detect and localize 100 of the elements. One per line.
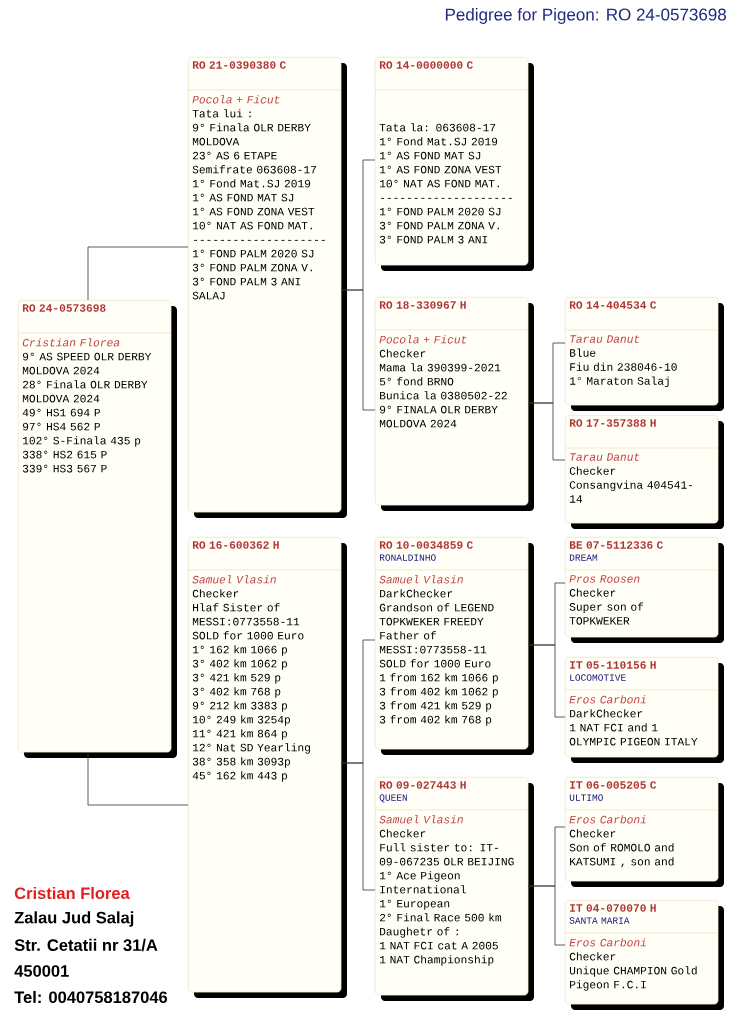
pedigree-note: 49° HS1 694 P [22,408,100,417]
pedigree-note: Semifrate 063608-17 [192,165,316,174]
ring-number: RO 14-404534 C [569,301,657,309]
pedigree-note: 1° Ace Pigeon International [380,871,466,894]
owner-name: Samuel Vlasin [379,575,463,584]
contact-line: Tel: 0040758187046 [14,990,168,1004]
pedigree-note: Consangvina 404541-14 [569,480,693,503]
owner-name: Eros Carboni [569,815,646,824]
pedigree-note: 2° Final Race 500 km [380,913,502,922]
pedigree-card [564,657,724,763]
pigeon-name: QUEEN [379,794,407,803]
breeder-name: Cristian Florea [14,886,130,900]
pedigree-card [564,415,724,529]
pedigree-note: 1° FOND PALM 2020 SJ [193,249,314,258]
pedigree-note: 3° 402 km 768 p [192,687,281,698]
contact-line: 450001 [14,965,69,977]
connector-line [528,644,566,718]
pedigree-note: Bunica la 0380502-22 [380,391,507,400]
pedigree-note: -------------------- [194,239,325,241]
ring-number: RO 17-357388 H [569,419,656,427]
pedigree-note: 1 NAT Championship [380,955,494,966]
pedigree-note: Checker [569,588,616,597]
connector-line [528,402,566,461]
connector-line [87,752,189,806]
pedigree-note: 9° AS SPEED OLR DERBY MOLDOVA 2024 [22,352,152,375]
contact-line: Str. Cetatii nr 31/A [14,938,158,952]
ring-number: RO 24-0573698 [22,304,106,312]
pedigree-note: 1° 162 km 1066 p [193,645,287,656]
ring-number: IT 05-110156 H [570,661,656,669]
pedigree-note: 3° FOND PALM 3 ANI [379,235,488,244]
pedigree-note: 28° Finala OLR DERBY MOLDOVA 2024 [22,380,148,403]
pedigree-note: 10° NAT AS FOND MAT. [380,179,499,188]
pedigree-card [374,537,534,755]
pedigree-note: SOLD for 1000 Euro [192,631,304,640]
pedigree-card [17,300,177,758]
pedigree-note: Mama la 390399-2021 [379,363,501,372]
pedigree-note: 9° Finala OLR DERBY MOLDOVA [192,123,311,146]
pedigree-note: 1 NAT FCI and 1 OLYMPIC PIGEON ITALY [569,723,698,746]
pedigree-note: 11° 421 km 864 p [193,729,287,740]
pedigree-note: 3 from 402 km 768 p [379,715,492,726]
ring-number: RO 09-027443 H [379,781,466,789]
pigeon-name: SANTA MARIA [569,917,630,924]
ring-number: RO 14-0000000 C [379,61,473,69]
pedigree-note: Son of ROMOLO and KATSUMI , son and [569,843,674,868]
pedigree-note: 339° HS3 567 P [22,464,107,473]
pigeon-name: RONALDINHO [379,554,436,561]
pedigree-note: DarkChecker [570,709,643,718]
pedigree-note: Tata lui : [192,109,251,118]
pedigree-note: Hlaf Sister of MESSI:0773558-11 [192,603,300,626]
ring-number: RO 16-600362 H [192,541,279,549]
ring-number: IT 04-070070 H [570,904,656,912]
ring-number: BE 07-5112336 C [569,541,663,549]
owner-name: Tarau Danut [570,453,640,461]
connector-line [528,885,566,946]
ring-number: RO 10-0034859 C [379,541,473,549]
pedigree-note: SOLD for 1000 Euro [379,659,491,668]
page-title: Pedigree for Pigeon: RO 24-0573698 [445,8,726,24]
contact-line: Zalau Jud Salaj [14,911,134,927]
pedigree-note: 1 NAT FCI cat A 2005 [380,941,498,950]
pedigree-note: Checker [379,349,426,358]
pedigree-note: 3° FOND PALM ZONA V. [379,221,499,230]
pedigree-note: 3° FOND PALM ZONA V. [192,263,312,272]
owner-name: Pocola + Ficut [192,95,280,104]
owner-name: Tarau Danut [570,335,640,343]
pedigree-note: Grandson of LEGEND TOPKWEKER FREEDY [379,603,494,626]
pigeon-name: DREAM [569,554,598,561]
pedigree-note: Full sister to: IT-09-067235 OLR BEIJING [379,843,514,866]
pigeon-name: ULTIMO [569,794,603,801]
pedigree-card [564,297,724,411]
pedigree-note: Tata la: 063608-17 [379,123,496,132]
pedigree-note: Unique CHAMPION Gold Pigeon F.C.I [570,966,697,991]
pedigree-note: -------------------- [381,197,512,199]
pedigree-note: 10° NAT AS FOND MAT. [193,221,312,230]
pedigree-note: 1° AS FOND MAT SJ [193,193,294,202]
pedigree-note: 1° AS FOND ZONA VEST [380,165,502,174]
pedigree-note: 1° AS FOND ZONA VEST [193,207,315,216]
pedigree-note: 23° AS 6 ETAPE [193,151,277,160]
pedigree-note: Checker [569,829,616,838]
pedigree-note: 1 from 162 km 1066 p [380,673,498,684]
owner-name: Pocola + Ficut [379,335,467,344]
pedigree-note: 1° FOND PALM 2020 SJ [380,207,501,216]
owner-name: Pros Roosen [569,575,640,583]
owner-name: Cristian Florea [22,338,120,347]
pedigree-note: Fiu din 238046-10 [570,362,677,371]
pedigree-card [374,57,534,271]
owner-name: Samuel Vlasin [192,575,276,584]
pedigree-note: 3° 402 km 1062 p [192,659,287,670]
pedigree-card [374,777,534,1001]
pedigree-note: 3° 421 km 529 p [192,673,281,684]
pedigree-note: 9° FINALA OLR DERBY MOLDOVA 2024 [379,405,498,428]
pedigree-note: 38° 358 km 3093p [192,757,290,768]
pedigree-note: 102° S-Finala 435 p [23,436,141,447]
pedigree-note: Blue [570,348,596,357]
pedigree-note: Checker [379,829,426,838]
pedigree-note: Checker [569,952,616,961]
ring-number: RO 18-330967 H [379,301,466,309]
pedigree-note: Checker [192,589,239,598]
pedigree-note: 10° 249 km 3254p [193,715,290,726]
connector-line [87,246,189,301]
pedigree-note: 12° Nat SD Yearling [193,743,310,754]
